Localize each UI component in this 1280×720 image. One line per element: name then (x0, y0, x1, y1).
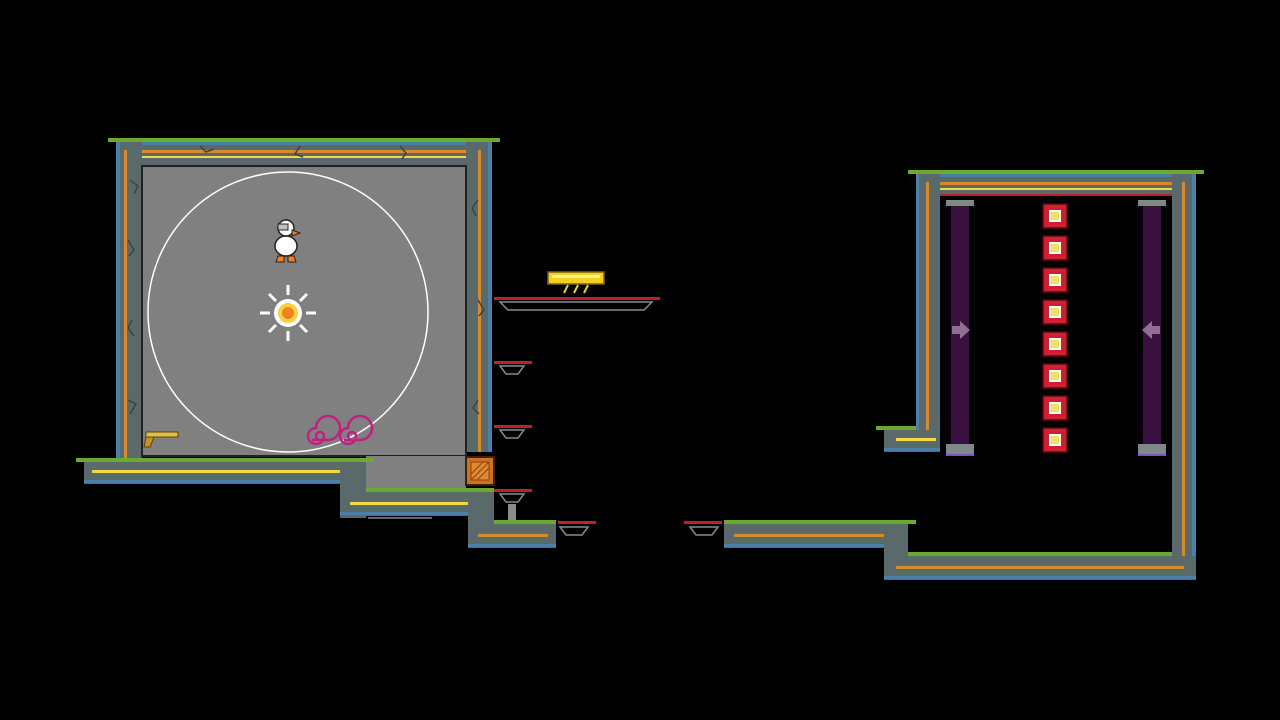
platform-long (494, 297, 660, 311)
trim-orange (124, 150, 484, 153)
grass-edge (876, 426, 916, 430)
stone-wall-top (116, 142, 492, 166)
arena-lower-step (366, 456, 466, 490)
spawn-block[interactable] (1042, 235, 1068, 261)
right-room (876, 170, 1204, 580)
trim-blue (116, 142, 120, 464)
spawn-block[interactable] (1042, 203, 1068, 229)
platform-small (494, 489, 532, 520)
middle-floor (724, 520, 916, 548)
duck-icon[interactable] (274, 219, 302, 263)
trim-orange (478, 150, 481, 452)
trim-orange (926, 182, 929, 444)
trim-blue (884, 448, 940, 451)
ledge-shadow (368, 517, 432, 519)
spawn-block[interactable] (1042, 299, 1068, 325)
spawn-block[interactable] (1042, 363, 1068, 389)
trim-yellow (92, 470, 358, 473)
wall-cracks (127, 145, 485, 415)
explosion-icon (260, 285, 316, 341)
trim-blue (724, 544, 908, 547)
left-room (76, 138, 556, 548)
pistol-icon[interactable] (143, 431, 179, 448)
blast-radius-ring (147, 171, 429, 453)
platform-small (558, 521, 596, 536)
platform-small (494, 361, 532, 375)
trim-blue (1192, 174, 1196, 580)
trim-blue (488, 142, 492, 452)
grass-edge (908, 170, 1204, 174)
spiral-icon[interactable] (306, 414, 374, 446)
trim-orange (124, 150, 127, 460)
trim-yellow (350, 502, 490, 505)
trim-orange (926, 182, 1188, 185)
platform-small (684, 521, 722, 536)
trim-blue (84, 480, 366, 483)
trim-red (940, 194, 1172, 196)
grass-edge (494, 520, 556, 524)
spawn-block[interactable] (1042, 395, 1068, 421)
spawn-block[interactable] (1042, 427, 1068, 453)
trim-blue (884, 576, 1196, 579)
trim-orange (896, 566, 1184, 569)
trim-blue (916, 174, 919, 452)
trim-yellow (130, 156, 478, 158)
arrow-left-icon (1142, 321, 1160, 339)
trim-blue (340, 512, 494, 515)
arrow-right-icon (952, 321, 970, 339)
arena-floor (141, 165, 467, 457)
trim-blue (468, 544, 556, 547)
grass-edge (366, 488, 494, 492)
trim-orange (734, 534, 894, 537)
grass-edge (908, 552, 1172, 556)
grass-edge (76, 458, 374, 462)
trim-yellow (896, 438, 936, 441)
crate-icon[interactable] (465, 456, 495, 486)
trim-orange (1182, 182, 1185, 572)
trim-blue (916, 174, 1196, 177)
stone-wall-left (116, 142, 142, 464)
trim-yellow (932, 188, 1182, 190)
grass-edge (724, 520, 916, 524)
floating-platforms (494, 297, 722, 536)
trim-orange (478, 534, 548, 537)
gold-bar-icon[interactable] (547, 271, 605, 294)
grass-edge (108, 138, 500, 142)
platform-small (494, 425, 532, 439)
spawn-block-column (1042, 203, 1068, 453)
trim-blue (116, 142, 492, 145)
spawn-block[interactable] (1042, 331, 1068, 357)
spawn-block[interactable] (1042, 267, 1068, 293)
